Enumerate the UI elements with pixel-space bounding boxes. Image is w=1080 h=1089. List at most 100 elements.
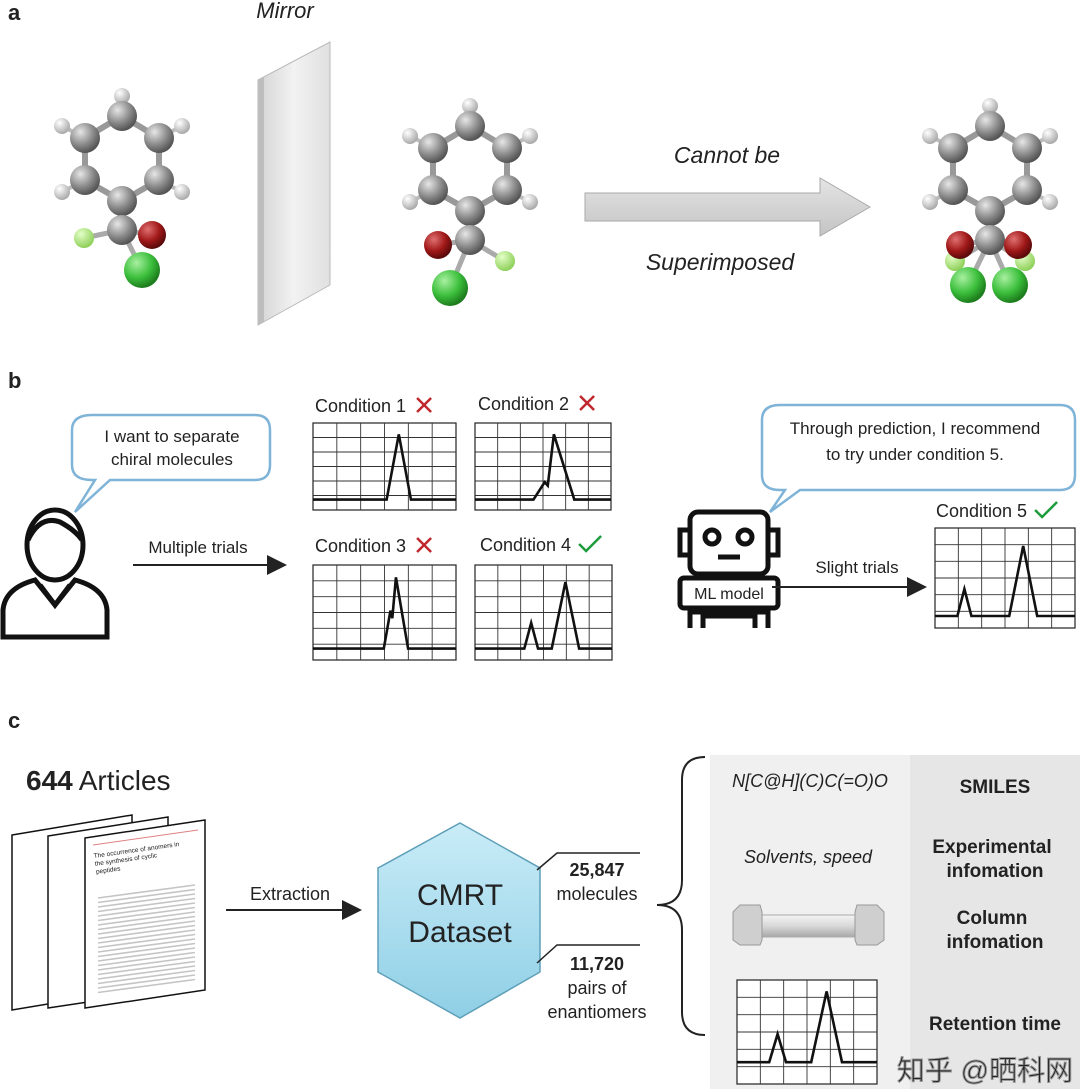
paper-text-line (97, 915, 196, 931)
chromatogram-trace (475, 433, 611, 501)
slight-trials-label: Slight trials (815, 558, 898, 577)
chromatogram-trace (313, 434, 456, 501)
atom-h (174, 118, 190, 134)
panel-label-a: a (8, 0, 21, 25)
molecule-superimposed (922, 98, 1058, 303)
superimposed-text: Superimposed (646, 249, 796, 275)
atom-c (107, 186, 137, 216)
paper-text-line (97, 884, 196, 899)
atom-c (975, 111, 1005, 141)
cannot-be-text: Cannot be (674, 142, 780, 168)
atom-c (418, 133, 448, 163)
cross-icon (416, 537, 432, 553)
paper-text-line (97, 951, 196, 967)
experimental-field-line1: Experimental (932, 837, 1051, 858)
paper-text-line (97, 924, 196, 940)
articles-word: Articles (79, 765, 171, 796)
panel-label-b: b (8, 368, 21, 393)
paper-text-line (97, 938, 196, 953)
atom-h (522, 128, 538, 144)
condition-4-chart (474, 564, 613, 661)
atom-c (938, 175, 968, 205)
chromatogram-trace (935, 545, 1075, 618)
atom-h (54, 118, 70, 134)
atom-c (144, 123, 174, 153)
brace (656, 756, 706, 1036)
atom-cl (992, 267, 1028, 303)
atom-c (938, 133, 968, 163)
condition-2-chart (474, 422, 612, 511)
atom-c (418, 175, 448, 205)
panel-a: a Mirror Cannot be Superimposed (8, 0, 1058, 326)
atom-c (107, 215, 137, 245)
paper-text-line (97, 956, 196, 971)
atom-c (1012, 175, 1042, 205)
atom-o (424, 231, 452, 259)
paper-text-line (97, 965, 196, 980)
paper-text-line (97, 893, 196, 908)
paper-text-line (97, 906, 196, 922)
paper-text-line (97, 933, 196, 949)
condition-4-label: Condition 4 (480, 535, 571, 555)
experimental-example: Solvents, speed (744, 847, 873, 867)
atom-c (70, 165, 100, 195)
atom-h (522, 194, 538, 210)
column-icon (732, 904, 885, 946)
paper-text-line (97, 920, 196, 935)
retention-time-field: Retention time (929, 1014, 1061, 1035)
atom-o (946, 231, 974, 259)
condition-3-label: Condition 3 (315, 536, 406, 556)
atom-h (922, 194, 938, 210)
smiles-example: N[C@H](C)C(=O)O (732, 771, 888, 791)
watermark: 知乎 @晒科网 (897, 1055, 1073, 1086)
robot-icon (677, 509, 781, 628)
check-icon (578, 535, 602, 553)
atom-c (1012, 133, 1042, 163)
articles-count: 644 (26, 765, 73, 796)
paper-text-line (97, 960, 196, 976)
pairs-count: 11,720 (570, 954, 624, 974)
paper-title-line: peptides (96, 865, 122, 875)
paper-text-line (97, 888, 196, 904)
paper-text-line (97, 942, 196, 958)
atom-o (1004, 231, 1032, 259)
paper-text-line (97, 929, 196, 944)
mirror (257, 41, 331, 326)
condition-5-chart (934, 527, 1076, 629)
condition-2-label: Condition 2 (478, 394, 569, 414)
atom-o (138, 221, 166, 249)
chromatogram-trace (737, 991, 877, 1064)
human-speech-bubble: I want to separate chiral molecules (70, 413, 272, 513)
atom-c (492, 175, 522, 205)
condition-1-chart (312, 422, 457, 511)
paper-text-line (97, 974, 196, 989)
retention-chart (736, 979, 878, 1085)
retention-time-chromatogram (736, 979, 878, 1085)
atom-c (975, 196, 1005, 226)
pairs-label-line1: pairs of (567, 978, 627, 998)
panel-label-c: c (8, 708, 20, 733)
cross-icon (416, 397, 432, 413)
pairs-label-line2: enantiomers (547, 1002, 646, 1022)
paper-text-line (97, 911, 196, 926)
atom-h (174, 184, 190, 200)
ml-model-label: ML model (694, 586, 764, 603)
atom-c (455, 196, 485, 226)
molecules-count: 25,847 (569, 860, 624, 880)
condition-3-chart (312, 564, 457, 661)
condition-5-label: Condition 5 (936, 501, 1027, 521)
human-bubble-line1: I want to separate (104, 427, 239, 446)
atom-h (402, 128, 418, 144)
atom-h (1042, 194, 1058, 210)
atom-h (54, 184, 70, 200)
atom-h (922, 128, 938, 144)
molecule-mirror-image (402, 98, 538, 306)
superimpose-arrow (584, 177, 871, 237)
experimental-field-line2: infomation (946, 861, 1043, 882)
human-bubble-line2: chiral molecules (111, 450, 233, 469)
robot-speech-bubble: Through prediction, I recommend to try u… (760, 403, 1077, 514)
paper-text-line (97, 897, 196, 913)
